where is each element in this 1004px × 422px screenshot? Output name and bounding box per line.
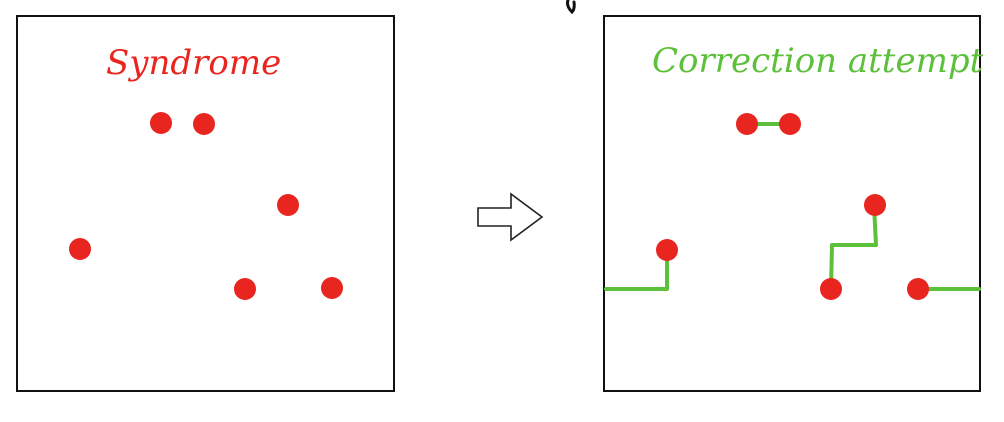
- defect-dot: [864, 194, 886, 216]
- syndrome-title: Syndrome: [106, 43, 281, 83]
- defect-dot: [736, 113, 758, 135]
- defect-dot: [277, 194, 299, 216]
- defect-dot: [907, 278, 929, 300]
- correction-panel: Correction attempt: [603, 15, 984, 392]
- syndrome-defects: [69, 112, 343, 300]
- defect-dot: [193, 113, 215, 135]
- pen-stroke-mark: [566, 0, 576, 15]
- defect-dot: [321, 277, 343, 299]
- correction-chain: [829, 203, 878, 291]
- correction-panel-frame: [603, 15, 981, 392]
- defect-dot: [656, 239, 678, 261]
- defect-dot: [69, 238, 91, 260]
- defect-dot: [234, 278, 256, 300]
- syndrome-panel: Syndrome: [16, 15, 395, 392]
- syndrome-panel-frame: [16, 15, 395, 392]
- correction-chain: [604, 248, 669, 291]
- defect-dot: [150, 112, 172, 134]
- defect-dot: [820, 278, 842, 300]
- correction-defects: [656, 113, 929, 300]
- correction-title: Correction attempt: [652, 41, 984, 81]
- defect-dot: [779, 113, 801, 135]
- right-arrow-icon: [477, 192, 544, 242]
